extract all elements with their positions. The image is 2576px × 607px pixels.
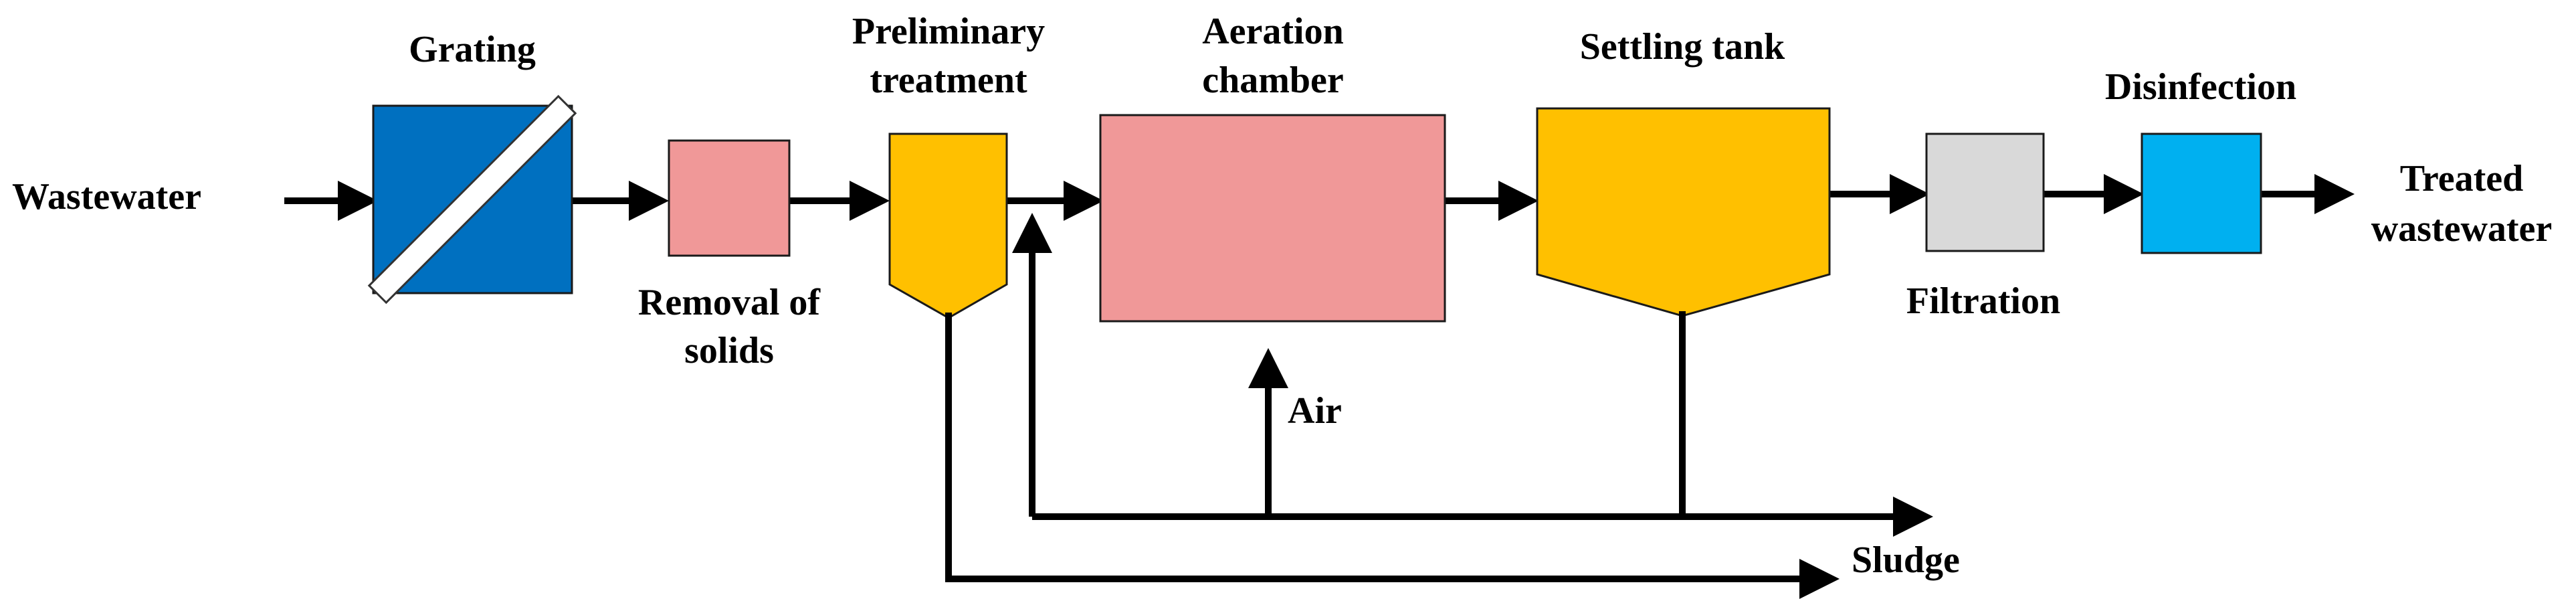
label-air: Air: [1288, 390, 1342, 432]
label-sludge: Sludge: [1852, 539, 1960, 581]
label-aeration-1: Aeration: [1202, 11, 1344, 52]
label-aeration-2: chamber: [1202, 60, 1344, 101]
removal-of-solids-box: [668, 139, 791, 257]
grating-unit: [367, 94, 577, 305]
preliminary-treatment-tank: [888, 133, 1008, 319]
label-treated-2: wastewater: [2371, 208, 2553, 250]
filtration-box: [1925, 133, 2045, 252]
label-removal-of-solids-2: solids: [684, 330, 774, 371]
grating-bar: [367, 94, 577, 305]
settling-tank: [1536, 107, 1831, 317]
label-wastewater: Wastewater: [12, 176, 201, 218]
label-treated-1: Treated: [2400, 158, 2524, 199]
label-filtration: Filtration: [1906, 280, 2060, 322]
aeration-chamber-box: [1099, 114, 1446, 323]
label-removal-of-solids-1: Removal of: [638, 282, 821, 323]
label-grating: Grating: [409, 29, 536, 70]
label-disinfection: Disinfection: [2105, 66, 2296, 108]
label-preliminary-1: Preliminary: [852, 11, 1045, 52]
disinfection-box: [2141, 133, 2262, 254]
label-settling-tank: Settling tank: [1580, 26, 1785, 68]
label-preliminary-2: treatment: [870, 60, 1027, 101]
